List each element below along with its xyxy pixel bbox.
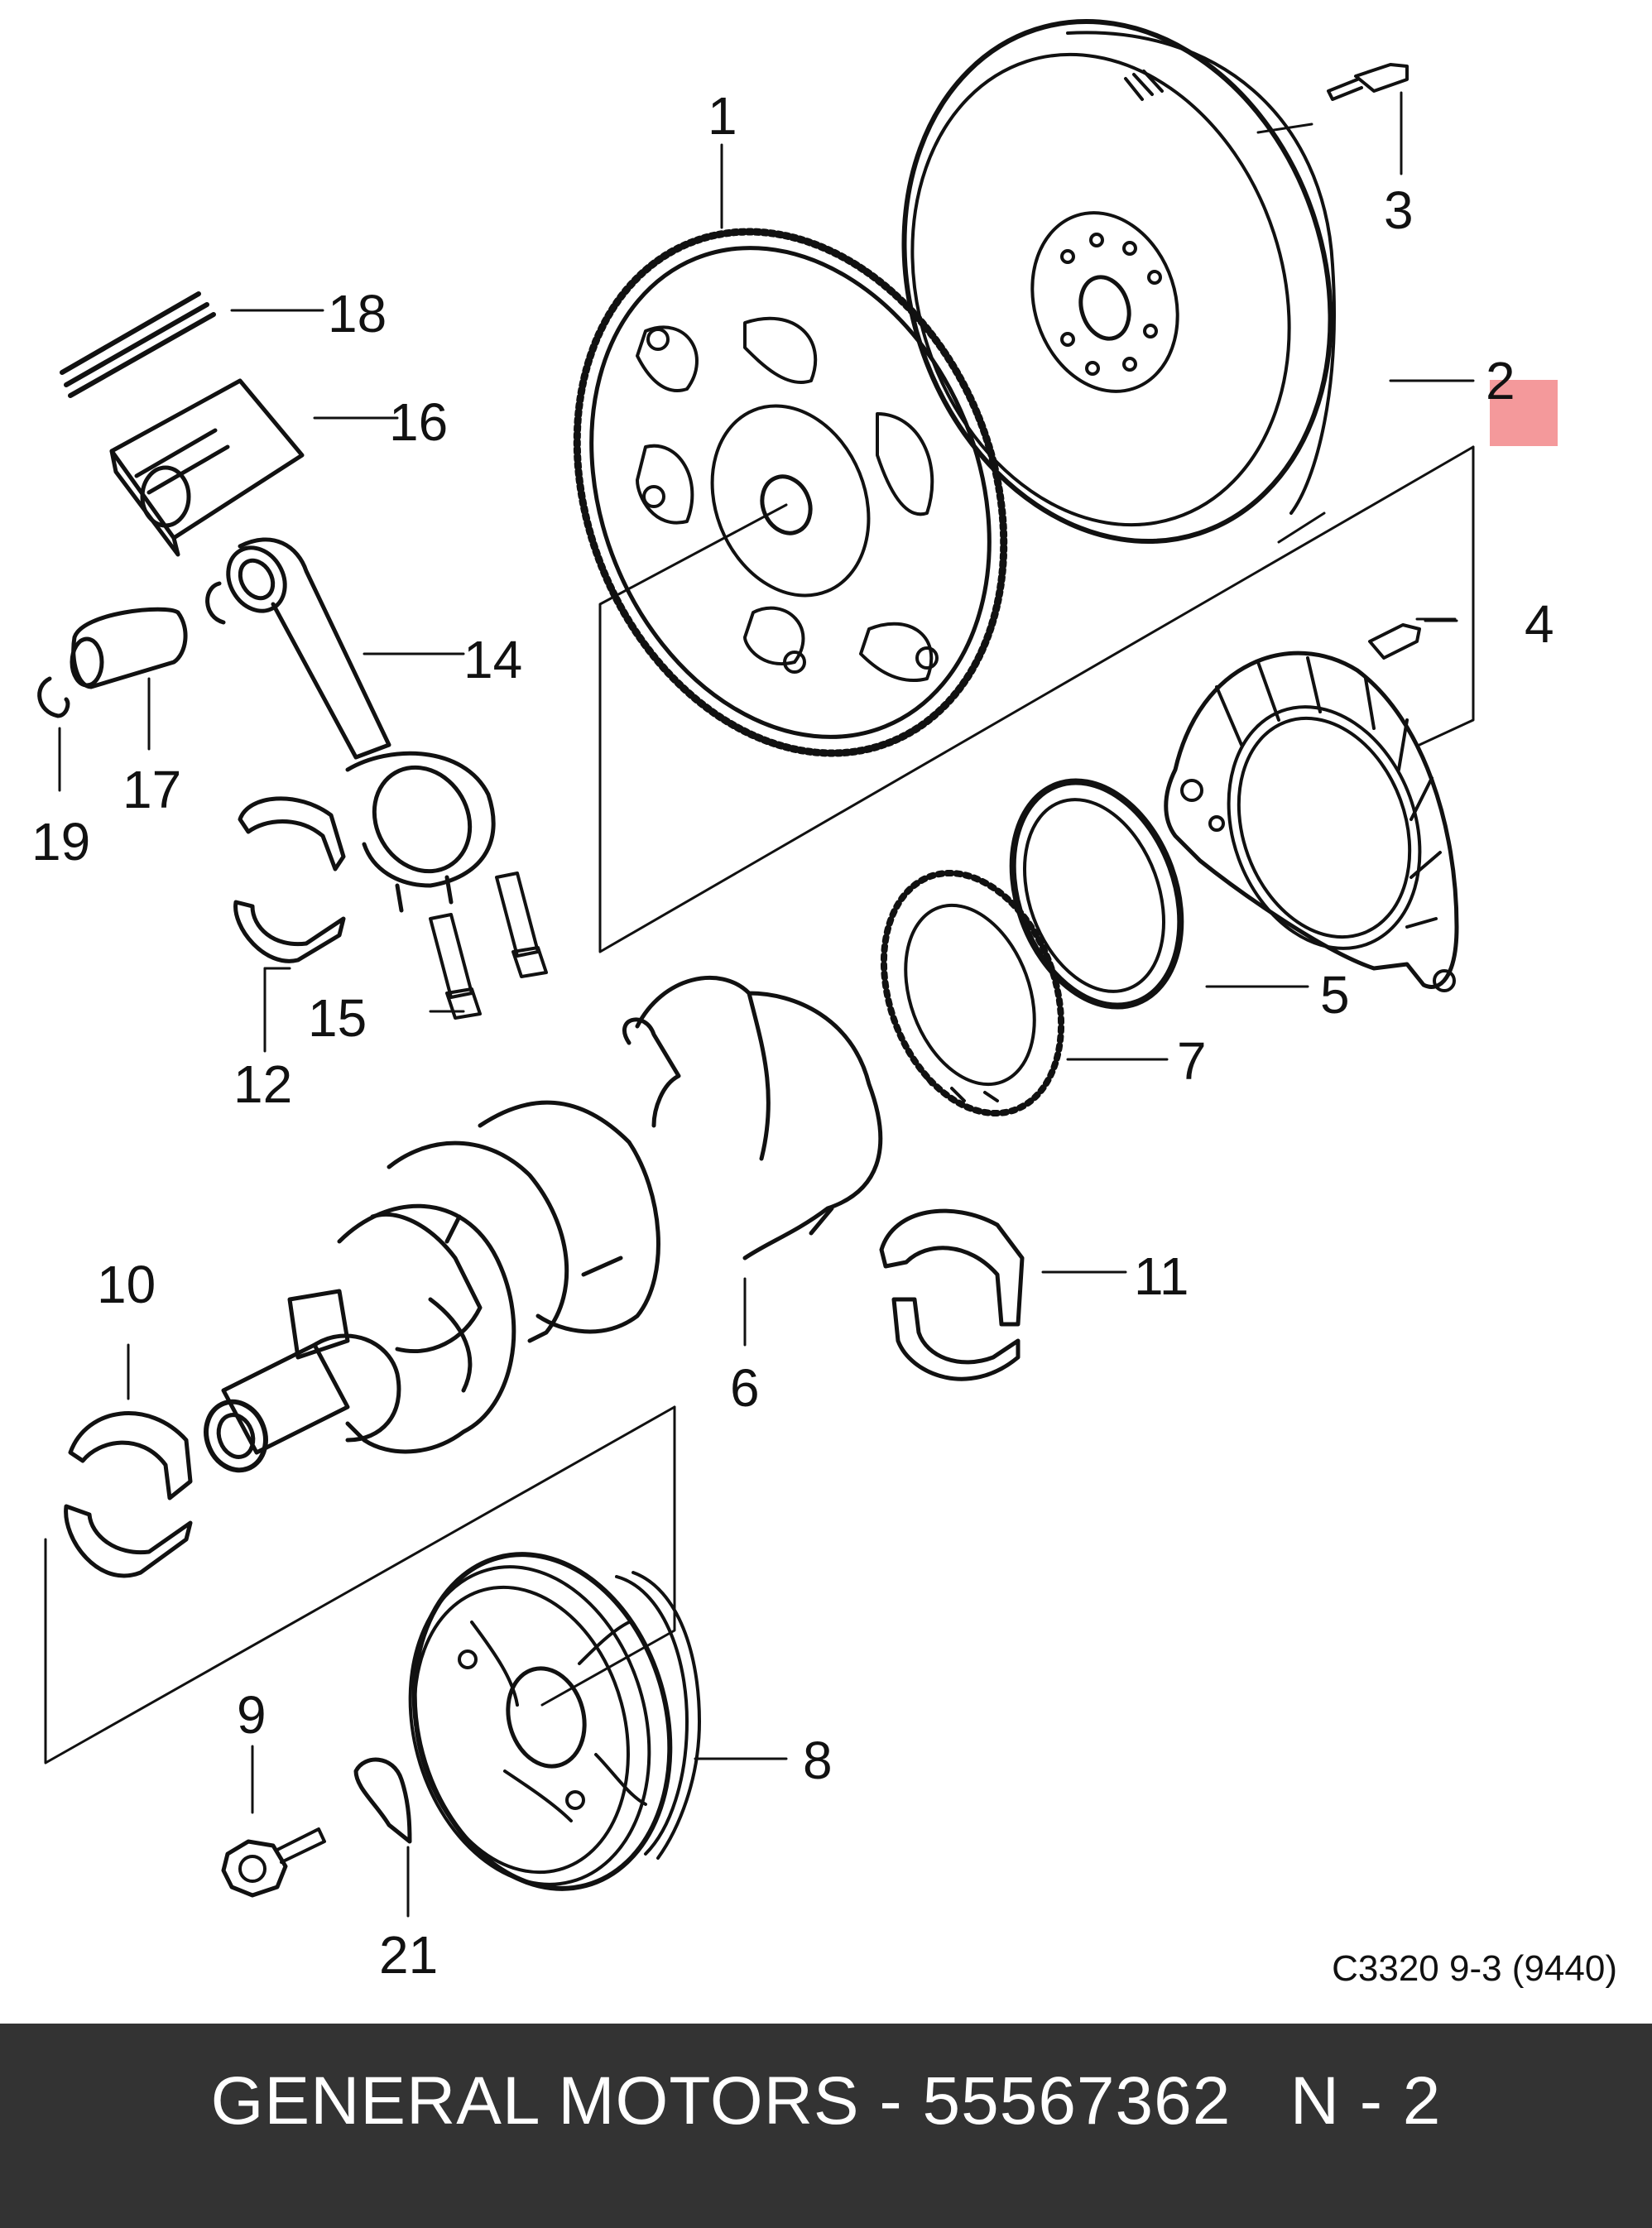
connecting-rod-drawing <box>226 537 496 913</box>
footer-gap <box>1231 2063 1289 2139</box>
callout-9: 9 <box>237 1685 267 1745</box>
flywheel-bolt-drawing <box>1327 63 1409 175</box>
piston-rings-drawing <box>60 291 216 398</box>
highlight-marker <box>1490 380 1558 446</box>
callout-15: 15 <box>308 988 367 1048</box>
main-bearing-right-drawing <box>879 1208 1025 1381</box>
callout-14: 14 <box>463 630 523 689</box>
footer-text: GENERAL MOTORS - 55567362 N - 2 <box>211 2062 1442 2140</box>
pulley-washer-drawing <box>353 1757 412 1918</box>
main-bearing-left-drawing <box>64 1411 193 1578</box>
footer-ref: N - 2 <box>1289 2062 1442 2139</box>
flywheel-drawing <box>901 19 1336 544</box>
callout-19: 19 <box>31 812 91 872</box>
pulley-bolt-drawing <box>221 1745 326 1898</box>
callout-6: 6 <box>730 1358 760 1418</box>
callout-4: 4 <box>1525 594 1554 654</box>
crankshaft-drawing <box>204 975 883 1473</box>
crankshaft-seal-drawing <box>1009 778 1184 1010</box>
crankshaft-pulley-drawing <box>408 1552 701 1891</box>
seal-housing-bolt-drawing <box>1368 619 1458 660</box>
callout-18: 18 <box>328 284 387 343</box>
callout-16: 16 <box>389 392 449 452</box>
callout-21: 21 <box>379 1925 439 1985</box>
piston-pin-drawing <box>70 607 188 689</box>
callout-12: 12 <box>233 1054 293 1114</box>
callout-11: 11 <box>1134 1246 1189 1306</box>
callout-1: 1 <box>708 86 737 146</box>
callout-8: 8 <box>803 1731 833 1790</box>
callout-5: 5 <box>1320 965 1350 1025</box>
rod-bearing-drawing <box>233 796 346 963</box>
reluctor-ring-drawing <box>880 869 1065 1117</box>
callout-3: 3 <box>1384 180 1414 240</box>
footer-separator: - <box>859 2062 923 2139</box>
flexplate-drawing <box>573 228 1008 757</box>
callout-10: 10 <box>97 1255 156 1314</box>
rod-bolt-drawing <box>429 872 548 1020</box>
exploded-parts-diagram: 1 2 3 4 5 6 7 8 9 10 11 12 14 15 16 17 1… <box>31 19 1617 1989</box>
piston-drawing <box>109 378 305 557</box>
diagram-drawing <box>37 19 1475 1918</box>
callout-7: 7 <box>1177 1031 1207 1091</box>
diagram-code: C3320 9-3 (9440) <box>1332 1948 1617 1989</box>
footer-part-number: 55567362 <box>922 2062 1232 2139</box>
footer-banner: GENERAL MOTORS - 55567362 N - 2 <box>0 2024 1652 2228</box>
circlip-drawing <box>37 581 226 718</box>
callout-2: 2 <box>1486 351 1515 411</box>
leader-lines <box>44 122 1475 1765</box>
footer-brand: GENERAL MOTORS <box>210 2062 860 2139</box>
seal-housing-drawing <box>1164 651 1459 992</box>
callout-17: 17 <box>122 760 182 819</box>
